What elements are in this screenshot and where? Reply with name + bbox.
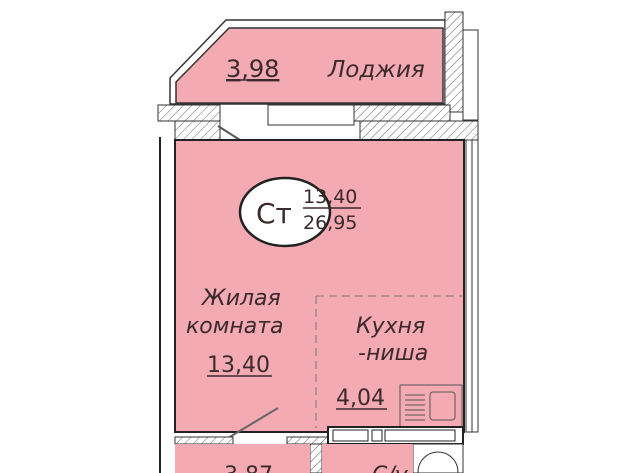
bathroom-walls — [174, 407, 464, 473]
living-room-label-2: комната — [186, 314, 284, 339]
living-room-area: 13,40 — [207, 353, 270, 378]
kitchen-area: 4,04 — [336, 386, 385, 411]
loggia — [169, 11, 479, 121]
kitchen-zone — [315, 295, 463, 431]
hall-area: 3,87 — [224, 463, 273, 473]
loggia-label: Лоджия — [327, 57, 425, 83]
area-summary-badge — [238, 176, 332, 248]
living-room-label-1: Жилая — [200, 286, 281, 311]
summary-total-area: 26,95 — [303, 212, 357, 234]
apartment-type: Ст — [256, 197, 292, 230]
summary-living-area: 13,40 — [303, 186, 357, 208]
kitchen-label-1: Кухня — [356, 314, 425, 339]
loggia-area: 3,98 — [226, 55, 279, 83]
bathroom-label: С/у — [372, 463, 409, 473]
kitchen-label-2: -ниша — [358, 341, 428, 366]
